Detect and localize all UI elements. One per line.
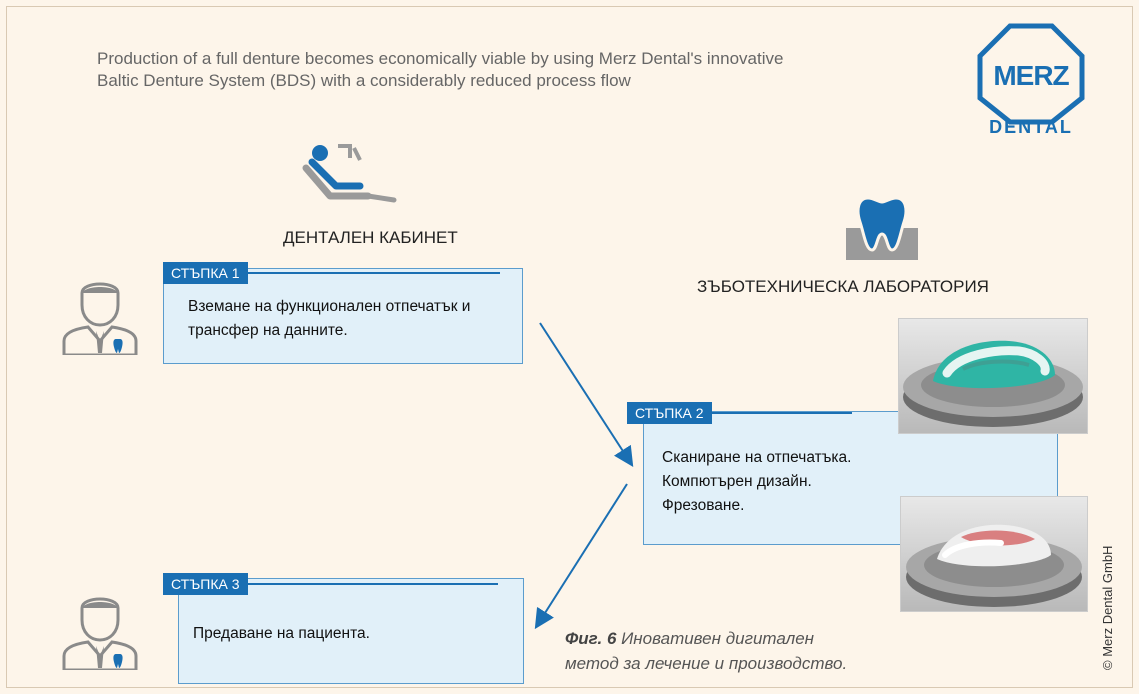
dental-office-heading: ДЕНТАЛЕН КАБИНЕТ	[283, 228, 458, 247]
step-2-tab: СТЪПКА 2	[627, 402, 852, 424]
step-2-line-1: Сканиране на отпечатъка.	[662, 449, 852, 466]
step-3-box: Предаване на пациента.	[178, 578, 524, 684]
intro-line-1: Production of a full denture becomes eco…	[97, 49, 784, 68]
dentist-icon	[62, 282, 138, 355]
caption-prefix: Фиг. 6	[565, 629, 617, 648]
step-1-line-1: Вземане на функционален отпечатък и	[188, 298, 471, 315]
step-1-line-2: трансфер на данните.	[188, 322, 348, 339]
step-1-label: СТЪПКА 1	[163, 262, 248, 284]
step-3-label: СТЪПКА 3	[163, 573, 248, 595]
logo-dental-text: DENTAL	[989, 117, 1073, 137]
step-2-line-2: Компютърен дизайн.	[662, 473, 812, 490]
step-2-line-3: Фрезоване.	[662, 497, 745, 514]
merz-logo: MERZ	[977, 23, 1085, 125]
tooth-icon	[846, 196, 918, 260]
scanned-impression-image	[898, 318, 1088, 434]
step-2-text: Сканиране на отпечатъка. Компютърен диза…	[662, 446, 851, 518]
step-1-box: Вземане на функционален отпечатък и тран…	[163, 268, 523, 364]
step-2-label: СТЪПКА 2	[627, 402, 712, 424]
arrow-step1-to-step2	[539, 322, 634, 468]
caption-line-2: метод за лечение и производство.	[565, 654, 848, 673]
page-frame	[6, 6, 1133, 688]
arrow-step2-to-step3	[534, 483, 628, 630]
step-3-text: Предаване на пациента.	[193, 622, 370, 646]
dentist-icon	[62, 597, 138, 670]
dental-chair-icon	[302, 144, 397, 203]
intro-text: Production of a full denture becomes eco…	[97, 48, 897, 92]
milled-denture-image	[900, 496, 1088, 612]
step-1-text: Вземане на функционален отпечатък и тран…	[188, 295, 470, 343]
step-1-tab: СТЪПКА 1	[163, 262, 500, 284]
copyright-notice: © Merz Dental GmbH	[1100, 545, 1115, 670]
logo-brand-text: MERZ	[993, 60, 1069, 91]
intro-line-2: Baltic Denture System (BDS) with a consi…	[97, 71, 631, 90]
dental-lab-heading: ЗЪБОТЕХНИЧЕСКА ЛАБОРАТОРИЯ	[697, 277, 989, 296]
caption-line-1: Иновативен дигитален	[616, 629, 815, 648]
step-3-tab: СТЪПКА 3	[163, 573, 498, 595]
figure-caption: Фиг. 6 Иновативен дигитален метод за леч…	[565, 626, 895, 676]
step-3-line-1: Предаване на пациента.	[193, 625, 370, 642]
